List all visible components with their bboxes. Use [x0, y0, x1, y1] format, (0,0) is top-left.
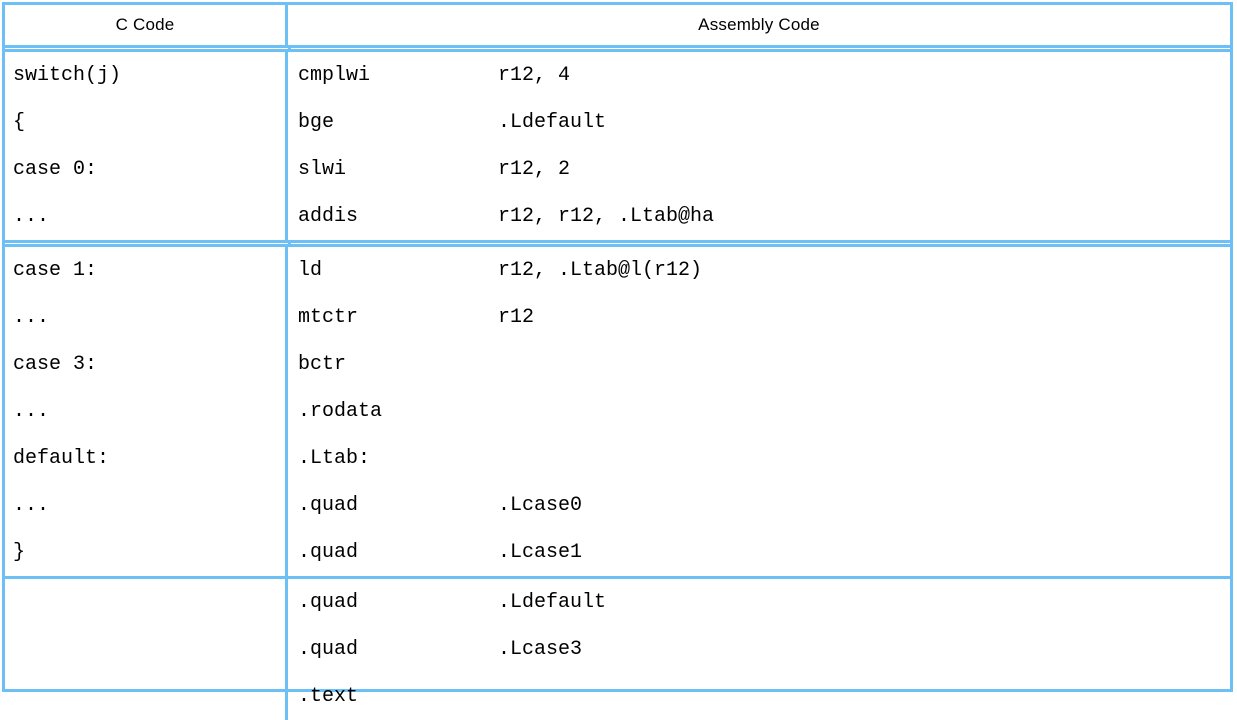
c-code-line: switch(j) [13, 64, 122, 87]
assembly-mnemonic: .quad [298, 591, 359, 614]
assembly-operand: r12, 2 [498, 158, 571, 181]
header-separator-rule [5, 45, 1230, 52]
assembly-code-cell-2: ld r12, .Ltab@l(r12) mtctr r12 bctr .rod… [288, 247, 1230, 576]
assembly-operand: .Ldefault [498, 591, 607, 614]
assembly-code-line: bctr [288, 341, 1230, 388]
assembly-mnemonic: mtctr [298, 306, 359, 329]
assembly-operand: .Lcase0 [498, 494, 583, 517]
section-separator-rule-1 [5, 240, 1230, 247]
assembly-code-line: .quad .Ldefault [288, 579, 1230, 626]
assembly-code-cell-3: .quad .Ldefault .quad .Lcase3 .text [288, 579, 1230, 720]
assembly-operand: .Ldefault [498, 111, 607, 134]
assembly-code-line: cmplwi r12, 4 [288, 52, 1230, 99]
c-code-line: ... [13, 205, 50, 228]
assembly-code-line: bge .Ldefault [288, 99, 1230, 146]
assembly-code-line: .rodata [288, 388, 1230, 435]
column-header-assembly-code: Assembly Code [698, 15, 820, 34]
assembly-mnemonic: .quad [298, 638, 359, 661]
assembly-mnemonic: .quad [298, 494, 359, 517]
assembly-operand: r12, r12, .Ltab@ha [498, 205, 715, 228]
assembly-code-line: addis r12, r12, .Ltab@ha [288, 193, 1230, 240]
c-code-line: case 1: [13, 259, 98, 282]
c-code-line: case 3: [13, 353, 98, 376]
c-code-cell-1: switch(j) { case 0: ... [5, 52, 288, 240]
assembly-code-line: .quad .Lcase1 [288, 529, 1230, 576]
c-code-line: { [13, 111, 26, 134]
assembly-operand: r12 [498, 306, 535, 329]
assembly-mnemonic: slwi [298, 158, 347, 181]
assembly-code-cell-1: cmplwi r12, 4 bge .Ldefault slwi r12, 2 … [288, 52, 1230, 240]
c-code-cell-2: case 1: ... case 3: ... default: ... } [5, 247, 288, 576]
assembly-mnemonic: addis [298, 205, 359, 228]
section-separator-rule-2 [5, 576, 1230, 579]
column-header-c-code: C Code [5, 5, 288, 45]
assembly-mnemonic: cmplwi [298, 64, 371, 87]
assembly-operand: r12, .Ltab@l(r12) [498, 259, 703, 282]
table-section-3: .quad .Ldefault .quad .Lcase3 .text [5, 579, 1230, 720]
c-code-line: ... [13, 400, 50, 423]
assembly-mnemonic: .rodata [298, 400, 383, 423]
assembly-mnemonic: .Ltab: [298, 447, 371, 470]
c-code-line: default: [13, 447, 110, 470]
c-code-cell-3-empty [5, 579, 288, 720]
assembly-code-line: ld r12, .Ltab@l(r12) [288, 247, 1230, 294]
assembly-code-line: .quad .Lcase0 [288, 482, 1230, 529]
assembly-mnemonic: bge [298, 111, 335, 134]
assembly-mnemonic: bctr [298, 353, 347, 376]
c-code-line: ... [13, 306, 50, 329]
c-code-line: ... [13, 494, 50, 517]
assembly-code-line: .quad .Lcase3 [288, 626, 1230, 673]
assembly-code-line: slwi r12, 2 [288, 146, 1230, 193]
assembly-operand: r12, 4 [498, 64, 571, 87]
assembly-code-line: mtctr r12 [288, 294, 1230, 341]
table-header-row: C Code Assembly Code [5, 5, 1230, 45]
c-code-line: } [13, 541, 26, 564]
table-section-2: case 1: ... case 3: ... default: ... } l… [5, 247, 1230, 576]
assembly-operand: .Lcase3 [498, 638, 583, 661]
assembly-mnemonic: ld [298, 259, 323, 282]
empty-placeholder [5, 579, 285, 720]
table-section-1: switch(j) { case 0: ... cmplwi r12, 4 bg… [5, 52, 1230, 240]
assembly-operand: .Lcase1 [498, 541, 583, 564]
assembly-code-line: .Ltab: [288, 435, 1230, 482]
assembly-mnemonic: .quad [298, 541, 359, 564]
c-code-line: case 0: [13, 158, 98, 181]
